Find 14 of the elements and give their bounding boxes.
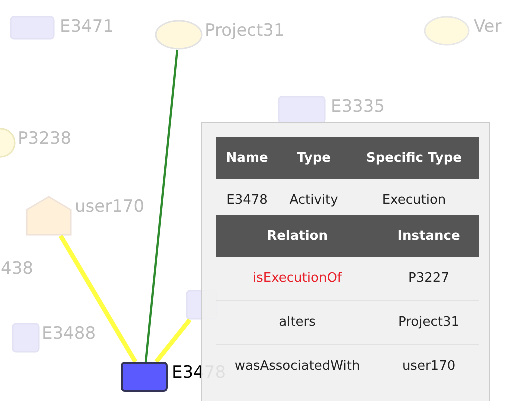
node-label: Project31 bbox=[205, 21, 285, 41]
connector-line bbox=[144, 50, 179, 362]
column-header: Relation bbox=[216, 215, 380, 257]
column-header: Specific Type bbox=[349, 137, 479, 179]
table-value: Project31 bbox=[379, 300, 479, 344]
column-header: Instance bbox=[379, 215, 479, 257]
connector-line bbox=[154, 318, 192, 364]
table-value: alters bbox=[216, 300, 380, 344]
column-header: Type bbox=[278, 137, 350, 179]
table-value: user170 bbox=[379, 344, 479, 388]
table-value: isExecutionOf bbox=[216, 257, 380, 300]
column-header: Name bbox=[216, 137, 279, 179]
table-value: P3227 bbox=[379, 257, 479, 300]
connector-line bbox=[58, 234, 138, 364]
